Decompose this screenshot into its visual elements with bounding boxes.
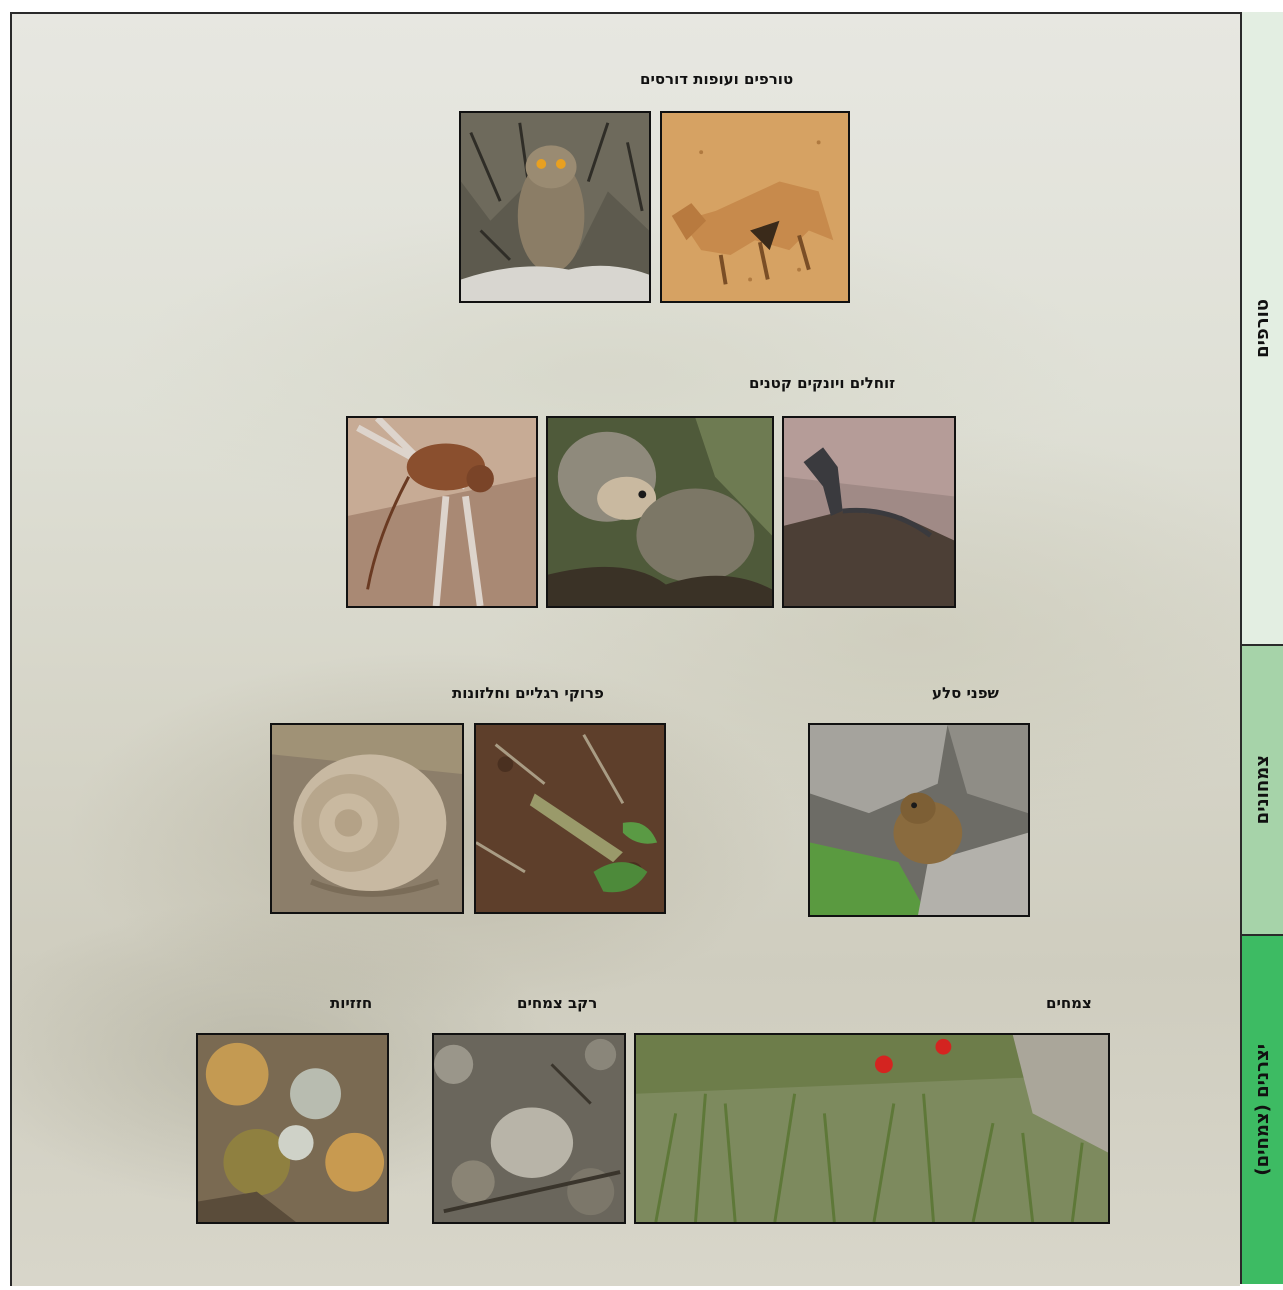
caption-plants: צמחים <box>1046 994 1092 1012</box>
photo-compost <box>432 1033 626 1224</box>
photo-owl <box>459 111 651 303</box>
tab-producers[interactable]: יצרנים (צמחים) <box>1240 934 1283 1284</box>
food-pyramid-stage: טורפים ועופות דורסים <box>10 12 1240 1286</box>
photo-grasshopper <box>474 723 666 914</box>
tab-predators-label: טורפים <box>1252 299 1273 358</box>
caption-compost: רקב צמחים <box>517 994 597 1012</box>
caption-lichens: חזזיות <box>330 994 372 1012</box>
photo-lizard <box>782 416 956 608</box>
photo-lichens <box>196 1033 389 1224</box>
tab-herbivores[interactable]: צמחונים <box>1240 644 1283 934</box>
photo-mouse <box>346 416 538 608</box>
photo-hyrax <box>808 723 1030 917</box>
photo-plants <box>634 1033 1110 1224</box>
photo-hedgehog <box>546 416 774 608</box>
photo-snail <box>270 723 464 914</box>
caption-arthropods: פרוקי רגליים וחלזונות <box>452 684 604 702</box>
caption-hyrax: שפני סלע <box>932 684 999 702</box>
tab-producers-label: יצרנים (צמחים) <box>1252 1044 1273 1176</box>
photo-fox <box>660 111 850 303</box>
caption-predators: טורפים ועופות דורסים <box>640 70 793 88</box>
tab-herbivores-label: צמחונים <box>1252 755 1273 824</box>
caption-reptiles: זוחלים ויונקים קטנים <box>749 374 895 392</box>
tab-predators[interactable]: טורפים <box>1240 12 1283 644</box>
category-tabs: טורפים צמחונים יצרנים (צמחים) <box>1240 12 1283 1284</box>
